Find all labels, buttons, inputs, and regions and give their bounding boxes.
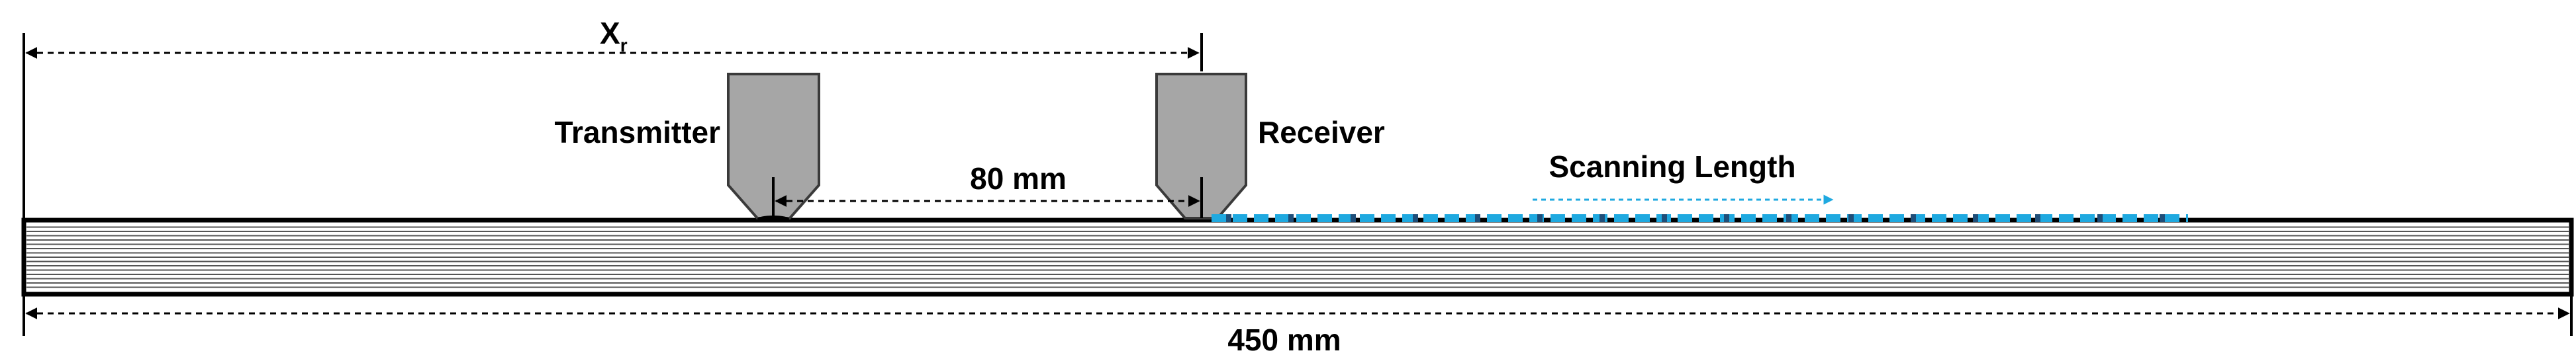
spacing-dimension: 80 mm [775,161,1200,207]
xr-label: Xr [600,16,628,56]
scanning-path: Scanning Length [1212,149,2188,222]
length-label: 450 mm [1227,323,1341,357]
transmitter-label: Transmitter [554,115,720,149]
plate-layers [26,226,2569,288]
receiver-label: Receiver [1258,115,1385,149]
scanning-length-label: Scanning Length [1549,149,1795,184]
transmitter-transducer [727,73,820,222]
length-dimension: 450 mm [23,291,2573,357]
composite-plate [21,218,2574,297]
receiver-transducer [1155,73,1247,219]
transmitter-body [727,73,820,219]
spacing-label: 80 mm [970,161,1067,196]
xr-dimension: Xr [23,16,1203,223]
transmitter-contact-point [757,216,789,222]
